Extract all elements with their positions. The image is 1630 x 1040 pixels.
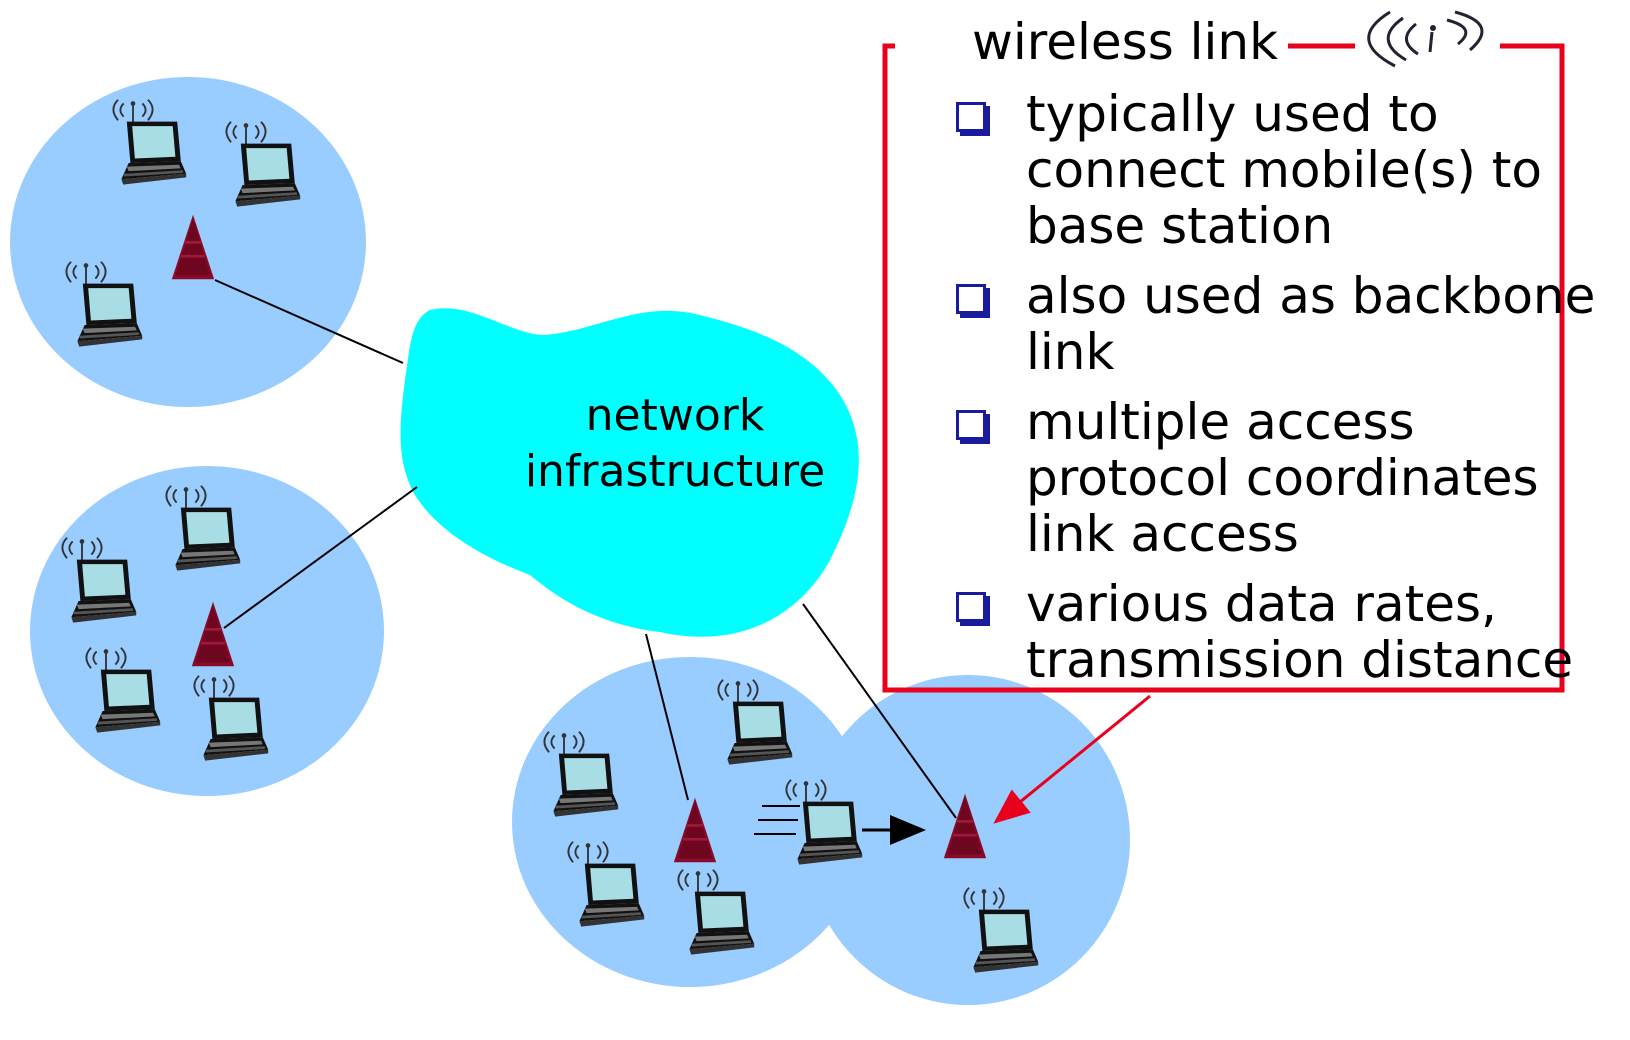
cloud-label-line1: network — [585, 390, 765, 441]
cloud-label: network infrastructure — [505, 388, 845, 500]
list-item: various data rates, transmission distanc… — [956, 576, 1616, 688]
laptop-icon — [175, 507, 241, 571]
network-cloud — [400, 308, 859, 637]
laptop-icon — [203, 697, 269, 761]
laptop-icon — [973, 909, 1039, 973]
laptop-icon — [121, 121, 187, 185]
legend-bullet-list: typically used to connect mobile(s) to b… — [956, 86, 1616, 702]
list-item: typically used to connect mobile(s) to b… — [956, 86, 1616, 254]
laptop-icon — [77, 283, 143, 347]
legend-border — [882, 43, 1565, 693]
square-bullet-icon — [956, 102, 986, 132]
laptop-icon — [553, 753, 619, 817]
list-item: multiple access protocol coordinates lin… — [956, 394, 1616, 562]
laptop-icon — [727, 701, 793, 765]
wireless-signal-icon — [1367, 10, 1484, 68]
laptop-icon — [95, 669, 161, 733]
square-bullet-icon — [956, 284, 986, 314]
laptop-icon — [235, 143, 301, 207]
bullet-text: typically used to connect mobile(s) to b… — [1026, 85, 1542, 255]
laptop-icon — [797, 801, 863, 865]
link-bottom-right — [802, 603, 957, 819]
legend-pointer-arrow — [993, 694, 1151, 824]
link-middle-left — [223, 486, 418, 629]
link-bottom-left — [645, 633, 689, 801]
laptop-icon — [71, 559, 137, 623]
list-item: also used as backbone link — [956, 268, 1616, 380]
bullet-text: multiple access protocol coordinates lin… — [1026, 393, 1539, 563]
square-bullet-icon — [956, 410, 986, 440]
laptop-icon — [579, 863, 645, 927]
bullet-text: also used as backbone link — [1026, 267, 1596, 381]
bullet-text: various data rates, transmission distanc… — [1026, 575, 1574, 689]
legend-title: wireless link — [962, 12, 1289, 72]
link-top-left — [214, 279, 404, 364]
square-bullet-icon — [956, 592, 986, 622]
cloud-label-line2: infrastructure — [524, 446, 826, 497]
laptop-icon — [689, 891, 755, 955]
